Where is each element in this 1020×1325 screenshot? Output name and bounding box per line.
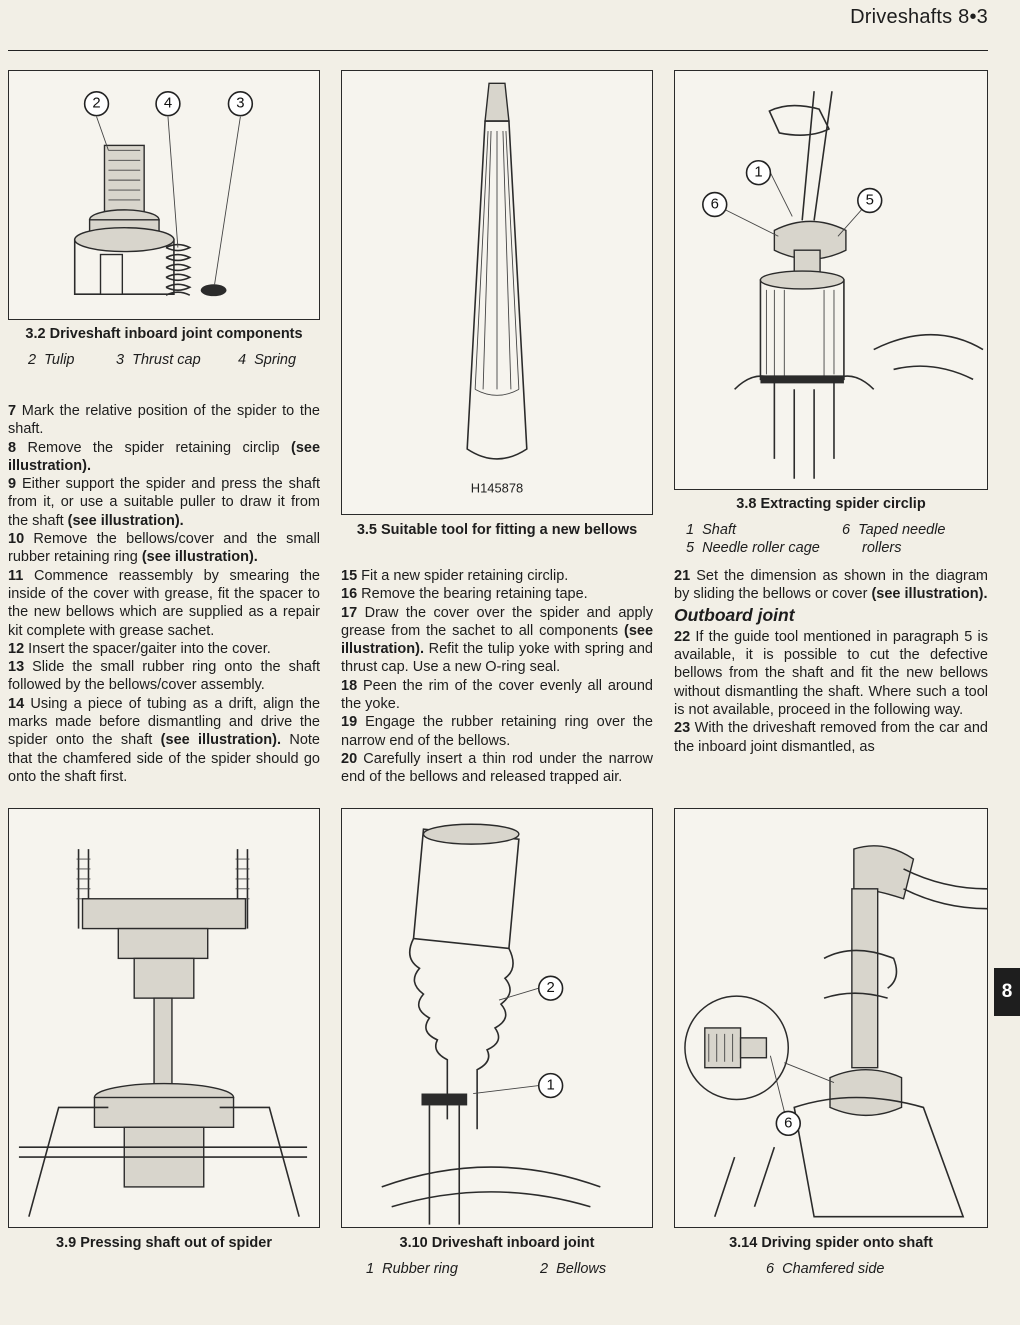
key-3-2-item: 3 Thrust cap: [116, 352, 201, 368]
caption-3-8: 3.8 Extracting spider circlip: [736, 496, 926, 512]
press-drawing: [18, 849, 308, 1217]
svg-text:2: 2: [92, 96, 100, 112]
callout-5: 5: [857, 187, 883, 214]
callout-6: 6: [702, 191, 728, 218]
inset-detail: [684, 995, 835, 1101]
svg-text:5: 5: [866, 193, 874, 209]
svg-text:4: 4: [164, 96, 172, 112]
paragraph: 9 Either support the spider and press th…: [8, 476, 321, 529]
figure-ref-code: H145878: [471, 481, 523, 496]
key-3-8-item: 6 Taped needle: [842, 522, 946, 538]
caption-3-2: 3.2 Driveshaft inboard joint components: [25, 326, 303, 342]
figure-3-14: 6: [674, 808, 988, 1228]
key-3-8-item: rollers: [862, 540, 902, 556]
svg-text:1: 1: [547, 1078, 555, 1094]
spring-drawing: [165, 243, 192, 296]
figure-3-10: 2 1: [341, 808, 653, 1228]
caption-3-10: 3.10 Driveshaft inboard joint: [399, 1235, 595, 1251]
caption-3-14: 3.14 Driving spider onto shaft: [729, 1235, 933, 1251]
callout-3: 3: [227, 91, 254, 117]
key-3-14-item: 6 Chamfered side: [766, 1261, 885, 1277]
bellows-joint-drawing: [381, 823, 601, 1225]
svg-text:2: 2: [547, 980, 555, 996]
figure-3-2: 2 4 3: [8, 70, 320, 320]
driving-spider-drawing: [713, 845, 987, 1218]
paragraph: 15 Fit a new spider retaining circlip.: [341, 568, 569, 584]
chapter-tab: 8: [994, 968, 1020, 1016]
figure-3-5: H145878: [341, 70, 653, 515]
paragraph: 14 Using a piece of tubing as a drift, a…: [8, 695, 321, 785]
key-3-10-item: 2 Bellows: [540, 1261, 607, 1277]
svg-text:6: 6: [784, 1115, 792, 1131]
callout-2: 2: [537, 975, 564, 1001]
text-column-1: 7 Mark the relative position of the spid…: [8, 402, 320, 786]
paragraph: 11 Commence reassembly by smearing the i…: [8, 567, 320, 639]
circlip-extraction-drawing: [734, 91, 984, 479]
figure-3-8: 1 6 5: [674, 70, 988, 490]
text-column-2: 15 Fit a new spider retaining circlip. 1…: [341, 567, 653, 787]
page-header: Driveshafts 8•3: [850, 6, 988, 28]
text-column-3: 21 Set the dimension as shown in the dia…: [674, 567, 988, 756]
paragraph: 21 Set the dimension as shown in the dia…: [674, 568, 988, 603]
paragraph: 23 With the driveshaft removed from the …: [674, 720, 988, 755]
svg-text:1: 1: [754, 165, 762, 181]
key-3-8-item: 5 Needle roller cage: [686, 540, 820, 556]
paragraph: 8 Remove the spider retaining circlip (s…: [8, 439, 321, 474]
bellows-tool-drawing: [466, 82, 528, 460]
caption-3-9: 3.9 Pressing shaft out of spider: [56, 1235, 272, 1251]
callout-4: 4: [155, 91, 181, 117]
callout-1: 1: [537, 1072, 564, 1099]
paragraph: 12 Insert the spacer/gaiter into the cov…: [8, 640, 271, 657]
paragraph: 10 Remove the bellows/cover and the smal…: [8, 531, 320, 566]
key-3-2-item: 2 Tulip: [28, 352, 75, 368]
caption-3-5: 3.5 Suitable tool for fitting a new bell…: [356, 522, 638, 538]
paragraph: 22 If the guide tool mentioned in paragr…: [674, 628, 988, 719]
paragraph: 13 Slide the small rubber ring onto the …: [8, 659, 320, 694]
header-rule: [8, 50, 988, 51]
section-heading: Outboard joint: [674, 604, 795, 625]
paragraph: 18 Peen the rim of the cover evenly all …: [341, 677, 653, 713]
svg-text:6: 6: [711, 196, 719, 212]
paragraph: 16 Remove the bearing retaining tape.: [341, 586, 588, 603]
paragraph: 19 Engage the rubber retaining ring over…: [341, 714, 653, 749]
figure-3-9: [8, 808, 320, 1228]
callout-1: 1: [745, 159, 772, 186]
key-3-10-item: 1 Rubber ring: [366, 1261, 458, 1277]
paragraph: 20 Carefully insert a thin rod under the…: [341, 750, 653, 786]
paragraph: 7 Mark the relative position of the spid…: [8, 403, 320, 438]
callout-2: 2: [83, 91, 110, 117]
tulip-joint-drawing: [73, 144, 175, 295]
key-3-2-item: 4 Spring: [238, 352, 297, 368]
key-3-8-item: 1 Shaft: [686, 522, 736, 538]
svg-text:3: 3: [236, 96, 244, 112]
paragraph: 17 Draw the cover over the spider and ap…: [341, 604, 654, 676]
callout-6: 6: [775, 1110, 801, 1137]
thrust-cap-drawing: [200, 284, 227, 297]
